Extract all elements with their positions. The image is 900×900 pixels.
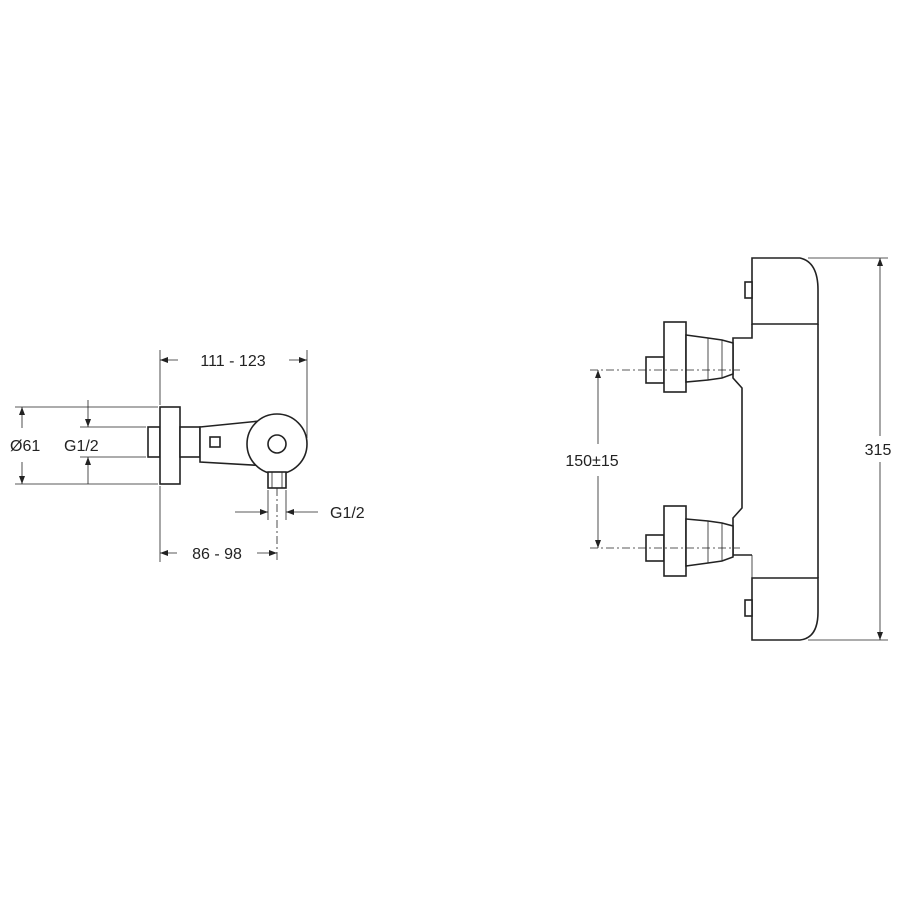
front-view: 150±15 315 — [565, 257, 892, 641]
dim-outlet-thread: G1/2 — [235, 490, 365, 522]
dim-outlet-offset: 86 - 98 — [159, 486, 277, 563]
front-view-body — [732, 257, 819, 641]
upper-inlet-fitting — [645, 321, 734, 393]
dim-outlet-offset-label: 86 - 98 — [192, 546, 242, 563]
dim-center-distance-label: 150±15 — [565, 453, 618, 470]
lower-inlet-fitting — [645, 505, 734, 577]
dim-total-depth: 111 - 123 — [159, 350, 308, 438]
dim-inlet-thread: G1/2 — [64, 400, 146, 484]
dim-inlet-thread-label: G1/2 — [64, 438, 99, 455]
side-view: 111 - 123 Ø61 G1/2 — [10, 350, 365, 563]
dim-outlet-thread-label: G1/2 — [330, 505, 365, 522]
dim-center-distance: 150±15 — [565, 370, 619, 548]
dim-diameter-label: Ø61 — [10, 438, 40, 455]
dim-diameter: Ø61 — [10, 406, 158, 485]
side-view-body — [147, 406, 308, 560]
dim-height: 315 — [808, 257, 892, 641]
dim-total-depth-label: 111 - 123 — [200, 353, 265, 370]
dim-height-label: 315 — [865, 442, 892, 459]
